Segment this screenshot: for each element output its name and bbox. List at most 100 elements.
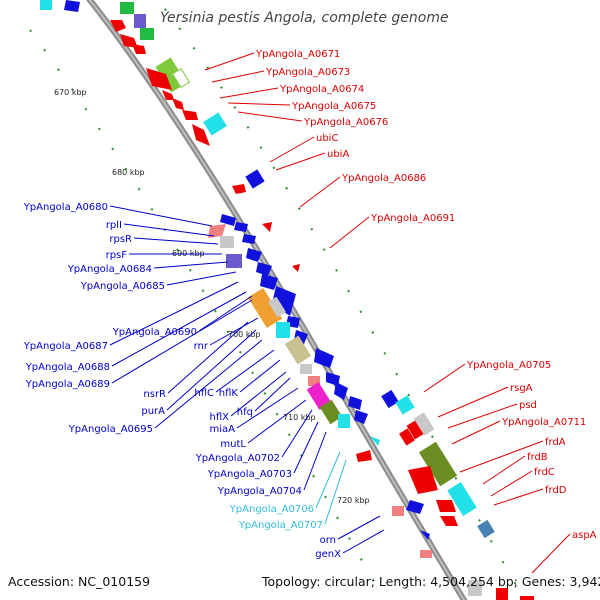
feature-glyph[interactable] [292, 264, 300, 272]
feature-glyph[interactable] [406, 420, 424, 440]
feature-glyph[interactable] [496, 588, 508, 600]
feature-glyph[interactable] [134, 14, 146, 28]
feature-glyph[interactable] [520, 596, 534, 600]
gene-label[interactable]: YpAngola_A0707 [238, 520, 323, 531]
gene-label[interactable]: YpAngola_A0704 [217, 486, 302, 497]
feature-glyph[interactable] [40, 0, 52, 10]
feature-glyph[interactable] [234, 222, 248, 232]
gene-label[interactable]: orn [320, 535, 336, 546]
gene-label[interactable]: hfq [237, 407, 253, 418]
feature-glyph[interactable] [381, 389, 399, 409]
feature-glyph[interactable] [334, 382, 348, 400]
gene-label[interactable]: hflC [194, 388, 214, 399]
gene-label[interactable]: YpAngola_A0674 [279, 84, 364, 95]
feature-glyph[interactable] [276, 322, 290, 338]
gene-label[interactable]: aspA [572, 530, 597, 541]
feature-glyph[interactable] [262, 222, 272, 232]
feature-glyph[interactable] [272, 286, 296, 316]
gene-label[interactable]: rpsF [106, 250, 128, 261]
feature-glyph[interactable] [256, 262, 272, 276]
gene-label[interactable]: YpAngola_A0688 [25, 362, 110, 373]
feature-glyph[interactable] [338, 414, 350, 428]
feature-glyph[interactable] [356, 450, 372, 462]
feature-glyph[interactable] [171, 67, 191, 89]
feature-glyph[interactable] [172, 98, 184, 110]
feature-glyph[interactable] [354, 410, 368, 424]
gene-label[interactable]: YpAngola_A0690 [112, 327, 197, 338]
feature-glyph[interactable] [110, 20, 126, 32]
gene-label[interactable]: YpAngola_A0687 [23, 341, 108, 352]
feature-glyph[interactable] [420, 530, 430, 540]
feature-glyph[interactable] [477, 519, 495, 539]
feature-glyph[interactable] [408, 466, 438, 494]
gene-label[interactable]: YpAngola_A0711 [501, 417, 586, 428]
feature-glyph[interactable] [203, 112, 227, 136]
gene-label[interactable]: genX [315, 549, 341, 560]
feature-glyph[interactable] [146, 68, 172, 90]
gene-label[interactable]: rpsR [109, 234, 132, 245]
feature-glyph[interactable] [370, 436, 380, 446]
gene-label[interactable]: YpAngola_A0673 [265, 67, 350, 78]
gene-label[interactable]: YpAngola_A0686 [341, 173, 426, 184]
feature-glyph[interactable] [226, 254, 242, 268]
feature-glyph[interactable] [245, 169, 265, 189]
feature-glyph[interactable] [246, 248, 262, 262]
gene-label[interactable]: YpAngola_A0695 [68, 424, 153, 435]
feature-glyph[interactable] [308, 376, 320, 386]
feature-glyph[interactable] [413, 412, 435, 436]
feature-glyph[interactable] [120, 2, 134, 14]
gene-label[interactable]: psd [519, 400, 537, 411]
gene-label[interactable]: YpAngola_A0675 [291, 101, 376, 112]
feature-glyph[interactable] [182, 110, 198, 120]
feature-glyph[interactable] [64, 0, 80, 12]
gene-label[interactable]: purA [141, 406, 165, 417]
gene-label[interactable]: YpAngola_A0685 [80, 281, 165, 292]
gene-label[interactable]: YpAngola_A0691 [370, 213, 455, 224]
feature-glyph[interactable] [220, 236, 234, 248]
feature-glyph[interactable] [468, 580, 482, 596]
gene-label[interactable]: YpAngola_A0676 [303, 117, 388, 128]
gene-label[interactable]: mutL [220, 439, 246, 450]
feature-glyph[interactable] [319, 399, 343, 425]
feature-glyph[interactable] [418, 441, 458, 487]
gene-label[interactable]: ubiA [327, 149, 349, 160]
gene-label[interactable]: frdA [545, 437, 566, 448]
feature-glyph[interactable] [395, 395, 415, 415]
gene-label[interactable]: miaA [210, 424, 236, 435]
feature-glyph[interactable] [267, 296, 287, 318]
feature-glyph[interactable] [260, 274, 278, 290]
gene-label[interactable]: rsgA [510, 383, 533, 394]
feature-glyph[interactable] [392, 506, 404, 516]
feature-glyph[interactable] [447, 482, 477, 516]
feature-glyph[interactable] [406, 500, 424, 514]
feature-glyph[interactable] [420, 550, 432, 558]
gene-label[interactable]: YpAngola_A0706 [229, 504, 314, 515]
feature-glyph[interactable] [306, 382, 332, 410]
gene-label[interactable]: hflK [219, 388, 239, 399]
feature-glyph[interactable] [399, 428, 415, 446]
gene-label[interactable]: frdD [545, 485, 567, 496]
gene-label[interactable]: YpAngola_A0671 [255, 49, 340, 60]
feature-glyph[interactable] [314, 348, 334, 368]
gene-label[interactable]: hflX [210, 412, 230, 423]
gene-label[interactable]: YpAngola_A0680 [23, 202, 108, 213]
gene-label[interactable]: YpAngola_A0703 [207, 469, 292, 480]
feature-glyph[interactable] [440, 516, 458, 526]
feature-glyph[interactable] [284, 335, 312, 365]
feature-glyph[interactable] [348, 396, 362, 410]
feature-glyph[interactable] [300, 364, 312, 374]
gene-label[interactable]: frdB [527, 452, 548, 463]
gene-label[interactable]: frdC [534, 467, 555, 478]
gene-label[interactable]: YpAngola_A0689 [25, 379, 110, 390]
gene-label[interactable]: ubiC [316, 133, 338, 144]
feature-glyph[interactable] [162, 90, 174, 100]
feature-glyph[interactable] [132, 44, 146, 54]
feature-glyph[interactable] [247, 287, 283, 329]
feature-glyph[interactable] [208, 224, 226, 238]
feature-glyph[interactable] [192, 124, 210, 146]
gene-label[interactable]: rnr [194, 341, 209, 352]
feature-glyph[interactable] [140, 28, 154, 40]
gene-label[interactable]: YpAngola_A0705 [466, 360, 551, 371]
gene-label[interactable]: rplI [106, 220, 122, 231]
gene-label[interactable]: nsrR [143, 389, 166, 400]
